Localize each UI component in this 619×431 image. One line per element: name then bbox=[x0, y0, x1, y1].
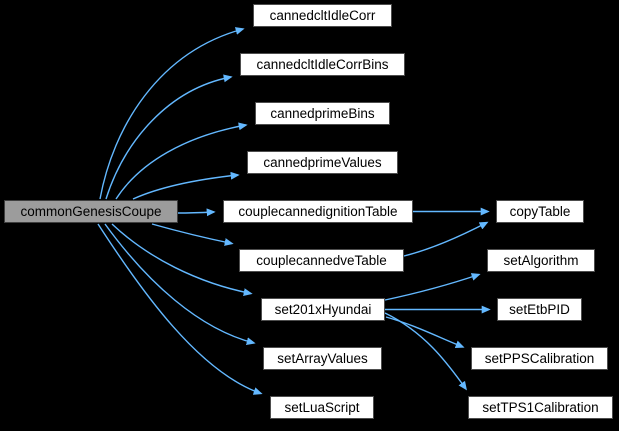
node-setTPS1Calibration[interactable]: setTPS1Calibration bbox=[468, 396, 613, 419]
edge-set201xHyundai-setAlgorithm bbox=[384, 273, 481, 301]
edge-commonGenesisCoupe-couplecannedveTable bbox=[151, 223, 234, 246]
node-setEtbPID[interactable]: setEtbPID bbox=[497, 298, 582, 321]
node-setLuaScript[interactable]: setLuaScript bbox=[270, 396, 374, 419]
edge-commonGenesisCoupe-cannedprimeBins bbox=[115, 122, 248, 200]
edge-set201xHyundai-setPPSCalibration bbox=[385, 316, 465, 349]
node-couplecannedveTable[interactable]: couplecannedveTable bbox=[239, 249, 404, 272]
edge-commonGenesisCoupe-setLuaScript bbox=[97, 223, 263, 395]
edge-commonGenesisCoupe-cannedprimeValues bbox=[132, 171, 240, 200]
edge-set201xHyundai-setTPS1Calibration bbox=[384, 312, 467, 391]
node-commonGenesisCoupe: commonGenesisCoupe bbox=[4, 200, 178, 223]
edge-commonGenesisCoupe-cannedcltIdleCorrBins bbox=[105, 74, 233, 200]
node-set201xHyundai[interactable]: set201xHyundai bbox=[261, 298, 385, 321]
node-cannedprimeBins[interactable]: cannedprimeBins bbox=[255, 102, 390, 125]
node-setAlgorithm[interactable]: setAlgorithm bbox=[487, 249, 595, 272]
node-setArrayValues[interactable]: setArrayValues bbox=[263, 347, 382, 370]
edge-commonGenesisCoupe-cannedcltIdleCorr bbox=[99, 27, 245, 200]
node-cannedcltIdleCorrBins[interactable]: cannedcltIdleCorrBins bbox=[240, 53, 405, 76]
edge-commonGenesisCoupe-couplecannedignitionTable bbox=[177, 208, 216, 217]
edge-commonGenesisCoupe-setArrayValues bbox=[104, 223, 256, 346]
edge-couplecannedveTable-copyTable bbox=[403, 221, 489, 257]
node-copyTable[interactable]: copyTable bbox=[496, 200, 584, 223]
node-setPPSCalibration[interactable]: setPPSCalibration bbox=[471, 347, 608, 370]
node-couplecannedignitionTable[interactable]: couplecannedignitionTable bbox=[223, 200, 413, 223]
node-cannedprimeValues[interactable]: cannedprimeValues bbox=[247, 151, 398, 174]
edge-commonGenesisCoupe-set201xHyundai bbox=[111, 223, 253, 296]
node-cannedcltIdleCorr[interactable]: cannedcltIdleCorr bbox=[253, 4, 392, 27]
